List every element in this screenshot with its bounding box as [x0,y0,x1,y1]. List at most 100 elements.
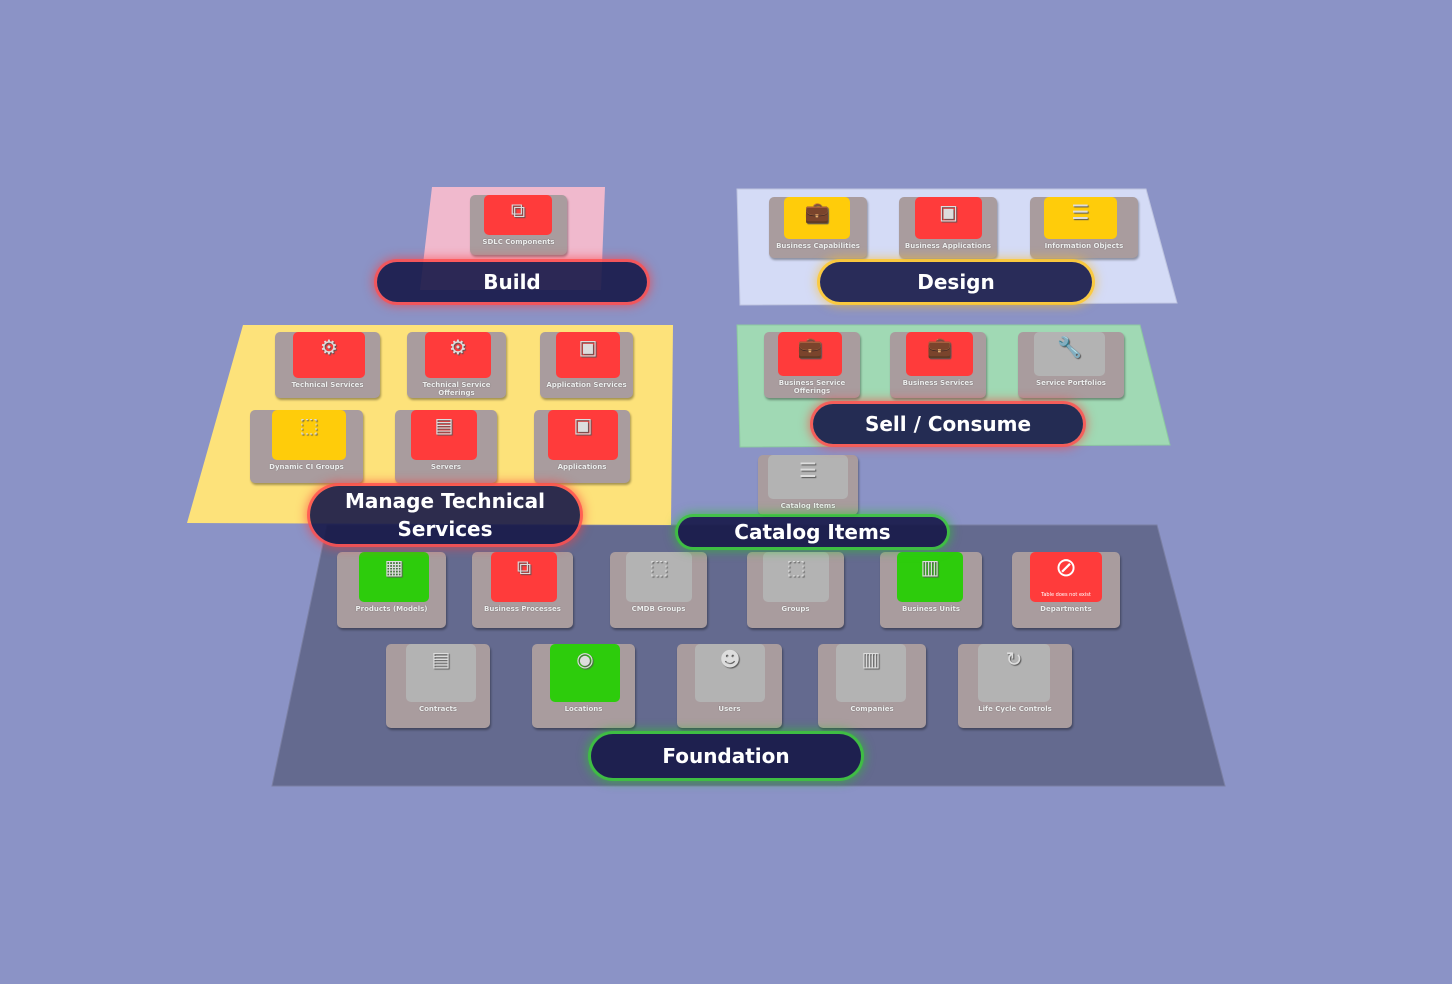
users-icon: ☻ [719,647,741,671]
tile-application-services[interactable]: ▣ Application Services [540,332,633,398]
foundation-label: Foundation [662,744,790,768]
manage-technical-label-pill[interactable]: Manage Technical Services [310,486,580,544]
tile-servers[interactable]: ▤ Servers [395,410,497,483]
application-icon: ▣ [573,413,593,437]
tile-business-applications[interactable]: ▣Business Applications [899,197,997,258]
ci-group-icon: ⬚ [299,413,319,437]
design-label: Design [917,270,995,294]
tile-business-units[interactable]: ▥ Business Units [880,552,982,628]
application-icon: ▣ [939,200,958,224]
tile-label: Business Capabilities [776,242,860,250]
status-indicator [768,455,848,499]
tile-information-objects[interactable]: ☰ Information Objects [1030,197,1138,258]
tile-locations[interactable]: ◉ Locations [532,644,635,728]
building-icon: ▥ [920,555,940,579]
catalog-label-pill[interactable]: Catalog Items [678,517,947,547]
status-indicator [359,552,429,602]
tile-catalog-items[interactable]: ☰Catalog Items [758,455,858,515]
foundation-label-pill[interactable]: Foundation [591,734,861,778]
status-indicator [293,332,365,378]
manage-technical-label: Manage Technical Services [345,489,545,541]
tile-label: Companies [850,705,894,713]
product-model-icon: ▦ [384,555,404,579]
tile-label: Business Service Offerings [778,379,846,395]
status-indicator [491,552,557,602]
company-icon: ▥ [861,647,881,671]
tile-label: Technical Service Offerings [422,381,491,397]
tile-label: Application Services [546,381,627,389]
status-indicator [1034,332,1105,376]
tile-users[interactable]: ☻Users [677,644,782,728]
tile-companies[interactable]: ▥ Companies [818,644,926,728]
tile-groups[interactable]: ⬚ Groups [747,552,844,628]
tile-cmdb-groups[interactable]: ⬚ CMDB Groups [610,552,707,628]
tile-products-models[interactable]: ▦ Products (Models) [337,552,446,628]
tile-technical-services[interactable]: ⚙ Technical Services [275,332,380,398]
status-indicator [411,410,477,460]
tile-label: Business Processes [484,605,561,613]
tile-label: Products (Models) [355,605,428,613]
ci-group-icon: ⬚ [786,555,806,579]
tile-business-capabilities[interactable]: 💼 Business Capabilities [769,197,867,258]
tile-contracts[interactable]: ▤ Contracts [386,644,490,728]
tile-label: Information Objects [1044,242,1124,250]
server-icon: ▤ [434,413,454,437]
status-indicator [1044,197,1117,239]
briefcase-check-icon: 💼 [804,200,830,224]
status-indicator [915,197,982,239]
design-label-pill[interactable]: Design [820,262,1092,302]
tile-label: Applications [557,463,607,471]
catalog-icon: ☰ [799,458,817,482]
sell-consume-label: Sell / Consume [864,412,1032,436]
tile-service-portfolios[interactable]: 🔧Service Portfolios [1018,332,1124,398]
status-indicator [556,332,620,378]
tile-business-service-offerings[interactable]: 💼 Business Service Offerings [764,332,860,398]
catalog-label: Catalog Items [734,520,891,544]
tile-note: Table does not exist [1041,592,1091,598]
tile-dynamic-ci-groups[interactable]: ⬚ Dynamic CI Groups [250,410,363,483]
tile-business-services[interactable]: 💼Business Services [890,332,986,398]
status-indicator [550,644,620,702]
process-icon: ⧉ [516,555,532,579]
status-indicator [626,552,692,602]
location-pin-icon: ◉ [576,647,594,671]
sell-consume-label-pill[interactable]: Sell / Consume [813,404,1083,444]
status-indicator [763,552,829,602]
status-indicator [1030,552,1102,602]
prohibited-icon: ⊘ [1055,553,1077,583]
status-indicator [784,197,850,239]
tile-label: Groups [781,605,810,613]
tile-label: Servers [430,463,462,471]
tile-label: Locations [564,705,603,713]
document-link-icon: ☰ [1071,200,1090,224]
status-indicator [978,644,1050,702]
tile-label: Departments [1040,605,1092,613]
status-indicator [897,552,963,602]
build-label-pill[interactable]: Build [377,262,647,302]
tile-label: Service Portfolios [1036,379,1106,387]
tile-applications[interactable]: ▣ Applications [534,410,630,483]
tile-life-cycle-controls[interactable]: ↻Life Cycle Controls [958,644,1072,728]
tile-sdlc-components[interactable]: ⧉SDLC Components [470,195,567,255]
tile-label: Contracts [418,705,458,713]
lifecycle-icon: ↻ [1005,647,1023,671]
briefcase-wrench-icon: 💼 [797,335,823,359]
status-indicator [406,644,476,702]
tile-technical-service-offerings[interactable]: ⚙ Technical Service Offerings [407,332,506,398]
tile-label: Business Units [902,605,960,613]
gears-hand-icon: ⚙ [449,335,467,359]
tile-label: CMDB Groups [631,605,686,613]
tile-label: Technical Services [291,381,364,389]
status-indicator [778,332,842,376]
ci-group-icon: ⬚ [649,555,669,579]
status-indicator [906,332,973,376]
status-indicator [272,410,346,460]
tile-label: Dynamic CI Groups [269,463,344,471]
contract-icon: ▤ [431,647,451,671]
gears-icon: ⚙ [320,335,338,359]
application-icon: ▣ [578,335,598,359]
status-indicator [548,410,618,460]
tile-business-processes[interactable]: ⧉ Business Processes [472,552,573,628]
